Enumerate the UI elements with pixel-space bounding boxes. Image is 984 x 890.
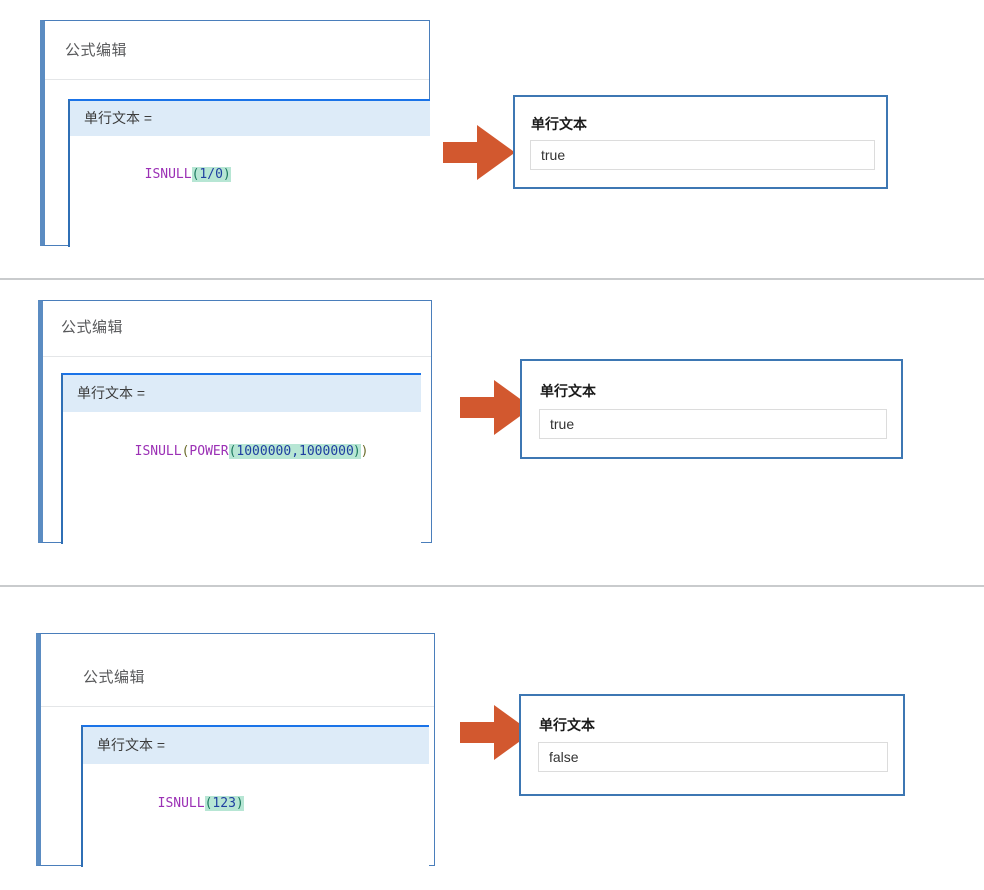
- formula-field-label-2: 单行文本 =: [63, 375, 421, 412]
- right-arrow-icon-3: [460, 705, 532, 760]
- formula-code-editor-1[interactable]: 单行文本 = ISNULL(1/0): [68, 99, 430, 247]
- result-label-2: 单行文本: [540, 383, 596, 399]
- formula-token: ISNULL: [134, 444, 182, 459]
- result-card-2: 单行文本: [520, 359, 903, 459]
- editor-title-divider-2: [43, 356, 431, 357]
- formula-token: (: [228, 444, 237, 459]
- formula-text-2[interactable]: ISNULL(POWER(1000000,1000000)): [63, 412, 421, 474]
- formula-token: ,: [291, 444, 300, 459]
- formula-token: POWER: [189, 444, 229, 459]
- formula-token: ): [352, 444, 361, 459]
- editor-title-3: 公式编辑: [83, 669, 146, 686]
- result-value-input-1[interactable]: [530, 140, 875, 170]
- result-label-3: 单行文本: [539, 717, 595, 733]
- formula-token: 1: [199, 167, 208, 182]
- formula-token: ISNULL: [157, 796, 205, 811]
- formula-text-3[interactable]: ISNULL(123): [83, 764, 429, 826]
- right-arrow-icon-1: [443, 125, 515, 180]
- formula-token: (: [191, 167, 200, 182]
- group-divider-2: [0, 585, 984, 587]
- formula-token: /: [207, 167, 216, 182]
- editor-title-1: 公式编辑: [65, 42, 128, 59]
- formula-token: 0: [215, 167, 223, 182]
- editor-title-2: 公式编辑: [61, 319, 124, 336]
- formula-token: (: [204, 796, 213, 811]
- formula-editor-card-3: 公式编辑 单行文本 = ISNULL(123): [36, 633, 435, 867]
- formula-editor-card-1: 公式编辑 单行文本 = ISNULL(1/0): [40, 20, 430, 247]
- formula-token: (: [181, 444, 190, 459]
- formula-code-editor-2[interactable]: 单行文本 = ISNULL(POWER(1000000,1000000)): [61, 373, 421, 544]
- formula-token: ): [222, 167, 231, 182]
- formula-editor-card-2: 公式编辑 单行文本 = ISNULL(POWER(1000000,1000000…: [38, 300, 432, 544]
- formula-token: 1000000: [236, 444, 292, 459]
- editor-title-divider-1: [45, 79, 429, 80]
- result-card-3: 单行文本: [519, 694, 905, 796]
- result-value-input-3[interactable]: [538, 742, 888, 772]
- formula-field-label-3: 单行文本 =: [83, 727, 429, 764]
- formula-text-1[interactable]: ISNULL(1/0): [70, 136, 430, 197]
- result-card-1: 单行文本: [513, 95, 888, 189]
- formula-token: 123: [212, 796, 236, 811]
- formula-token: 1000000: [299, 444, 354, 459]
- right-arrow-icon-2: [460, 380, 532, 435]
- result-value-input-2[interactable]: [539, 409, 887, 439]
- formula-code-editor-3[interactable]: 单行文本 = ISNULL(123): [81, 725, 429, 867]
- formula-token: ): [360, 444, 369, 459]
- editor-title-divider-3: [41, 706, 434, 707]
- result-label-1: 单行文本: [531, 116, 587, 132]
- formula-field-label-1: 单行文本 =: [70, 101, 430, 136]
- group-divider-1: [0, 278, 984, 280]
- formula-token: ISNULL: [144, 167, 192, 182]
- formula-token: ): [235, 796, 244, 811]
